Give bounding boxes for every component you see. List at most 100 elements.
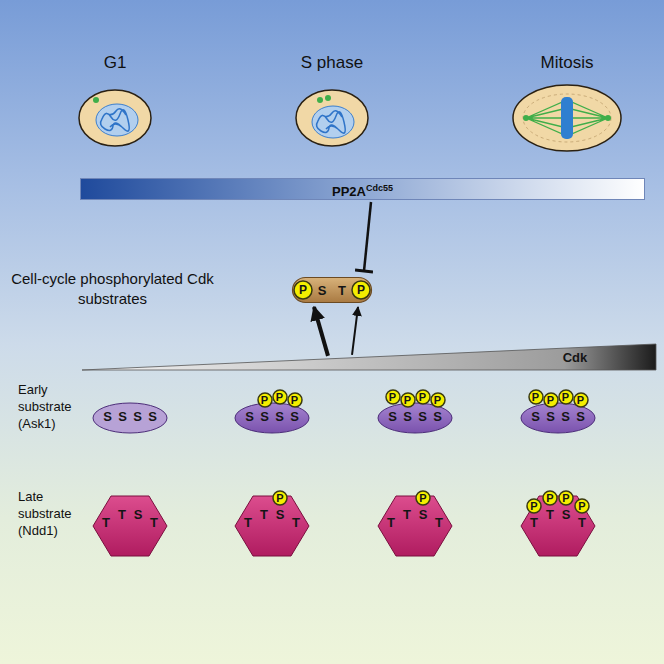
phospho-circle: P [272,389,288,405]
row-label: Early substrate (Ask1) [18,381,90,432]
phosphate-letter: P [400,392,416,408]
residue-letter: T [260,507,268,522]
phospho-circle: P [400,392,416,408]
residue-letter: S [276,507,285,522]
cell-body [296,90,368,146]
residue-letter: S [546,409,555,424]
residue-letter: T [387,515,395,530]
phosphate-circle [574,393,588,407]
phosphate-circle [401,393,415,407]
enzyme-name: PP2A [332,184,366,199]
spindle-pole-body [523,115,529,121]
phosphate-circle [529,390,543,404]
activation-arrow [314,307,328,356]
phospho-circle: P [272,490,288,506]
phosphate-letter: P [385,389,401,405]
phosphate-circle [352,281,370,299]
phosphate-circle [416,390,430,404]
phospho-circle: P [542,490,558,506]
late-substrate: TTSTPPPP [520,495,596,557]
phase-label: S phase [272,52,392,74]
residue-letter: S [562,507,571,522]
residue-letter: S [388,409,397,424]
phospho-circle: P [415,389,431,405]
protein-hexagon [235,496,309,556]
residue-letter: T [338,283,346,298]
phosphate-letter: P [257,392,273,408]
protein-oval [378,403,452,433]
phospho-circle: P [526,498,542,514]
phosphate-letter: P [272,490,288,506]
protein-hexagon [93,496,167,556]
residue-letter: T [403,507,411,522]
residue-letter: S [418,409,427,424]
phosphate-letter: P [415,389,431,405]
residue-letter: T [578,515,586,530]
enzyme-subunit: Cdc55 [366,183,393,193]
early-substrate: SSSSPPP [234,402,310,434]
residue-letter: S [275,409,284,424]
phospho-circle: P [257,392,273,408]
phosphate-circle [431,393,445,407]
residue-letter: S [561,409,570,424]
phospho-circle: P [573,392,589,408]
cdk-substrate: STPP [292,277,372,303]
phosphate-circle [294,281,312,299]
phosphate-letter: P [542,490,558,506]
residue-letter: S [103,409,112,424]
protein-oval [235,403,309,433]
row-label: Late substrate (Ndd1) [18,488,90,539]
cdk-wedge: Cdk [82,344,656,370]
protein-hexagon [378,496,452,556]
protein-oval [521,403,595,433]
phospho-circle: P [528,389,544,405]
phospho-circle: P [558,389,574,405]
early-substrate: SSSSPPPP [520,402,596,434]
phospho-circle: P [293,280,313,300]
phosphate-circle [559,491,573,505]
phosphate-circle [258,393,272,407]
residue-letter: T [292,515,300,530]
phospho-circle: P [543,392,559,408]
phosphate-letter: P [351,280,371,300]
chromatin [101,109,130,131]
residue-letter: S [531,409,540,424]
kinase-name: Cdk [563,350,588,365]
phase-label: Mitosis [507,52,627,74]
residue-letter: S [260,409,269,424]
nucleus [312,106,354,138]
residue-letter: S [403,409,412,424]
nucleus [96,104,138,136]
phosphate-circle [288,393,302,407]
early-substrate: SSSS [92,402,168,434]
residue-letter: T [546,507,554,522]
phosphate-letter: P [430,392,446,408]
phospho-circle: P [574,498,590,514]
phosphate-letter: P [558,490,574,506]
late-substrate: TTSTP [377,495,453,557]
cdk-wedge-shape [82,344,656,370]
nuclear-envelope [523,94,611,142]
phosphate-letter: P [287,392,303,408]
cell-body [513,85,621,151]
activation-arrow [352,307,358,355]
mitosis-cell [513,85,621,151]
residue-letter: S [133,409,142,424]
phosphate-circle [386,390,400,404]
spindle-pole-body [93,97,99,103]
residue-letter: T [244,515,252,530]
s-phase-cell [296,90,368,146]
spindle-pole-body [605,115,611,121]
residue-letter: S [576,409,585,424]
residue-letter: S [318,283,327,298]
protein-oval [93,403,167,433]
residue-letter: S [118,409,127,424]
phosphate-letter: P [272,389,288,405]
early-substrate: SSSSPPPP [377,402,453,434]
late-substrate: TTST [92,495,168,557]
substrate-pill [293,278,372,303]
inhibition-line [364,202,371,271]
phospho-circle: P [287,392,303,408]
